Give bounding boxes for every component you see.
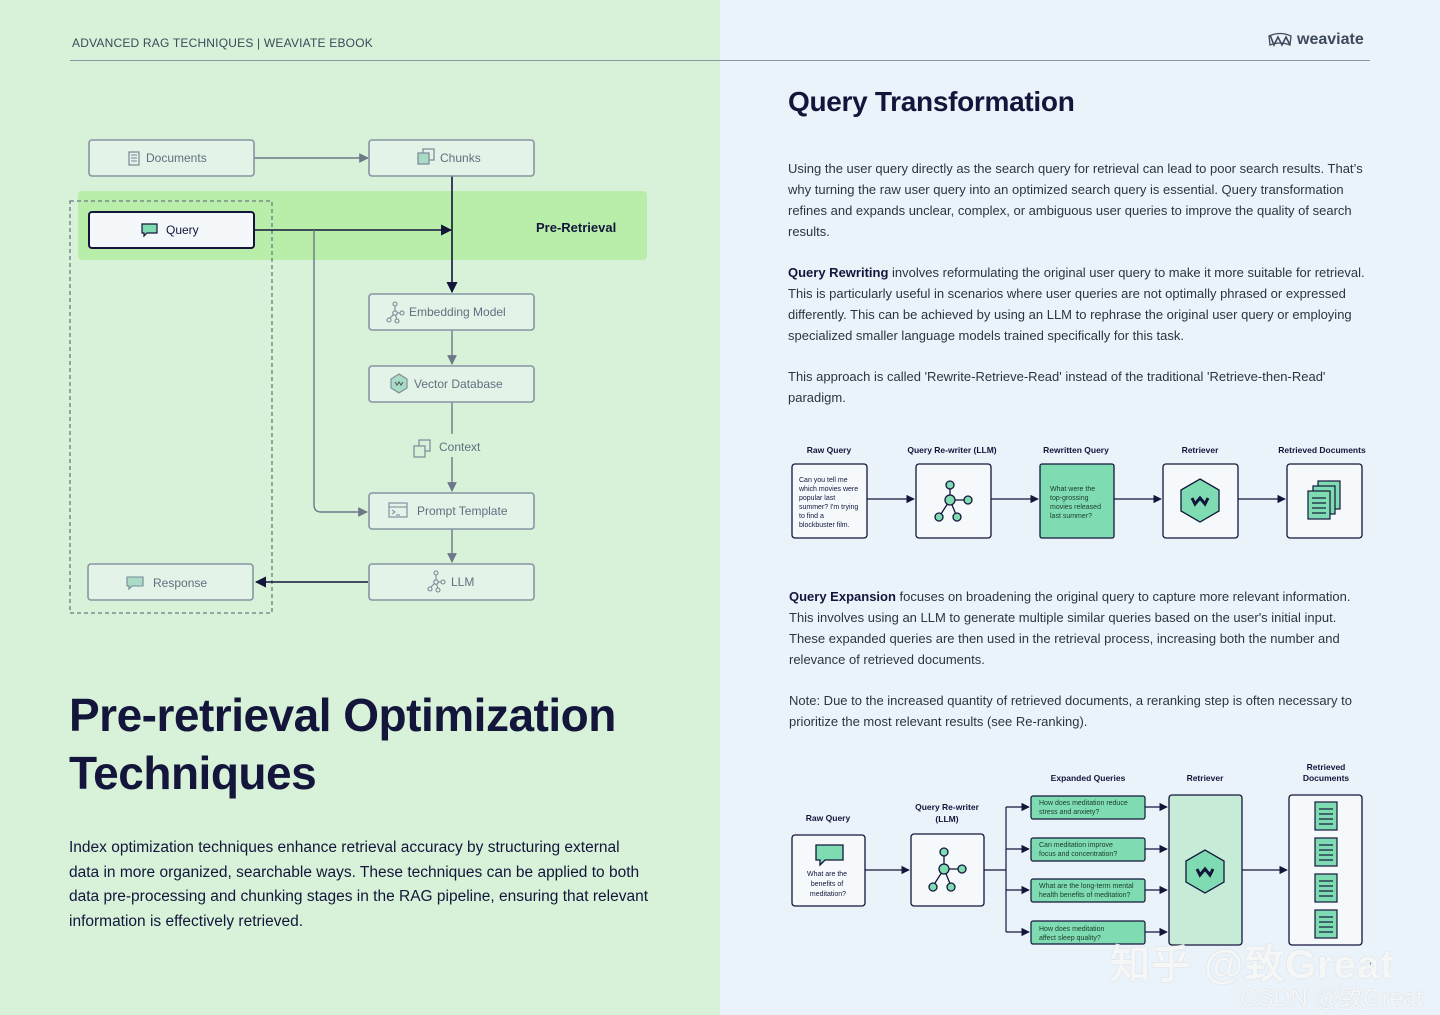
ex-expanded-label: Expanded Queries xyxy=(1051,773,1126,783)
chat-bubble-icon xyxy=(141,223,158,238)
rw-llm-network-icon xyxy=(934,480,973,522)
ex-rewriter-label-2: (LLM) xyxy=(935,814,958,824)
ex-retrieved-label-2: Documents xyxy=(1303,773,1350,783)
ex-document-icon-4 xyxy=(1314,909,1338,939)
svg-text:Query: Query xyxy=(166,223,199,237)
node-embedding-model: Embedding Model xyxy=(368,293,535,331)
svg-text:Documents: Documents xyxy=(146,151,207,165)
node-chunks: Chunks xyxy=(368,139,535,177)
node-documents: Documents xyxy=(88,139,255,177)
page-title-line-1: Pre-retrieval Optimization xyxy=(69,689,616,741)
query-rewriting-diagram: Raw Query Query Re-writer (LLM) Rewritte… xyxy=(791,445,1366,539)
paragraph-note: Note: Due to the increased quantity of r… xyxy=(789,693,1352,729)
query-rewriting-term: Query Rewriting xyxy=(788,265,889,280)
response-bubble-icon xyxy=(126,576,144,591)
paragraph-query-rewriting: Query Rewriting involves reformulating t… xyxy=(788,262,1373,346)
rw-rewritten-text: What were the top-grossing movies releas… xyxy=(1050,486,1103,520)
ex-retriever-label: Retriever xyxy=(1187,773,1225,783)
ex-raw-query-label: Raw Query xyxy=(806,813,851,823)
rag-pipeline-diagram: Pre-Retrieval Documents xyxy=(69,139,647,614)
network-icon xyxy=(386,301,405,324)
rw-raw-query-label: Raw Query xyxy=(807,445,852,455)
llm-network-icon xyxy=(427,570,446,593)
query-rewriting-text: involves reformulating the original user… xyxy=(788,265,1365,343)
header-title: ADVANCED RAG TECHNIQUES | WEAVIATE EBOOK xyxy=(72,36,373,50)
ex-chat-bubble-icon xyxy=(815,844,844,867)
rw-documents-stack-icon xyxy=(1307,480,1341,520)
weaviate-logo-icon xyxy=(1268,32,1292,47)
pre-retrieval-dashed-box xyxy=(69,200,273,614)
node-context: Context xyxy=(413,439,481,458)
rw-rewriter-label: Query Re-writer (LLM) xyxy=(907,445,996,455)
svg-text:Context: Context xyxy=(439,440,481,454)
svg-text:Vector Database: Vector Database xyxy=(414,377,503,391)
query-expansion-text: focuses on broadening the original query… xyxy=(789,589,1351,667)
query-expansion-term: Query Expansion xyxy=(789,589,896,604)
node-query: Query xyxy=(88,211,255,249)
page-title-line-2: Techniques xyxy=(69,747,317,799)
rw-rewritten-label: Rewritten Query xyxy=(1043,445,1109,455)
node-vector-database: Vector Database xyxy=(368,365,535,403)
node-response: Response xyxy=(87,563,254,601)
header-divider xyxy=(70,60,1370,61)
svg-text:Response: Response xyxy=(153,576,207,590)
ex-retrieved-box xyxy=(1288,794,1363,946)
document-icon xyxy=(128,151,140,166)
ex-weaviate-hex-icon xyxy=(1185,849,1225,894)
ex-document-icon-2 xyxy=(1314,837,1338,867)
watermark-zhihu: 知乎 @致Great xyxy=(1110,943,1395,987)
arrow-query-prompt xyxy=(313,230,368,517)
weaviate-logo: weaviate xyxy=(1268,31,1364,49)
ex-retrieved-label-1: Retrieved xyxy=(1307,762,1346,772)
page-title: Pre-retrieval Optimization Techniques xyxy=(69,686,689,802)
rw-raw-query-text: Can you tell me which movies were popula… xyxy=(798,477,860,529)
ex-llm-network-icon xyxy=(928,847,967,892)
rw-rewritten-box xyxy=(1039,463,1115,539)
context-icon xyxy=(413,439,431,458)
page-number: 5 xyxy=(1370,962,1374,969)
paragraph-query-expansion: Query Expansion focuses on broadening th… xyxy=(789,586,1374,670)
ex-document-icon-1 xyxy=(1314,801,1338,831)
rw-raw-query-box xyxy=(791,463,868,539)
watermark-csdn: CSDN @致Great xyxy=(1240,985,1424,1012)
ex-document-icon-3 xyxy=(1314,873,1338,903)
query-expansion-diagram: Raw Query Query Re-writer (LLM) Expanded… xyxy=(791,762,1374,969)
left-body-text: Index optimization techniques enhance re… xyxy=(69,839,649,930)
paragraph-intro: Using the user query directly as the sea… xyxy=(788,161,1363,239)
paragraph-rewrite-retrieve-read: This approach is called 'Rewrite-Retriev… xyxy=(788,369,1326,405)
svg-text:Prompt Template: Prompt Template xyxy=(417,504,508,518)
svg-text:LLM: LLM xyxy=(451,575,474,589)
section-title: Query Transformation xyxy=(788,86,1075,117)
svg-text:Chunks: Chunks xyxy=(440,151,481,165)
node-llm: LLM xyxy=(368,563,535,601)
logo-text: weaviate xyxy=(1297,31,1364,48)
pre-retrieval-label: Pre-Retrieval xyxy=(536,220,616,235)
node-prompt-template: Prompt Template xyxy=(368,492,535,530)
rw-retrieved-label: Retrieved Documents xyxy=(1278,445,1366,455)
terminal-icon xyxy=(388,502,408,518)
ex-raw-query-text: What are the benefits of meditation? xyxy=(807,871,849,898)
rw-weaviate-hex-icon xyxy=(1180,478,1220,523)
chunks-icon xyxy=(417,148,435,165)
svg-text:Embedding Model: Embedding Model xyxy=(409,305,506,319)
rw-retriever-label: Retriever xyxy=(1182,445,1220,455)
weaviate-hex-icon xyxy=(390,373,408,394)
ex-rewriter-label-1: Query Re-writer xyxy=(915,802,979,812)
